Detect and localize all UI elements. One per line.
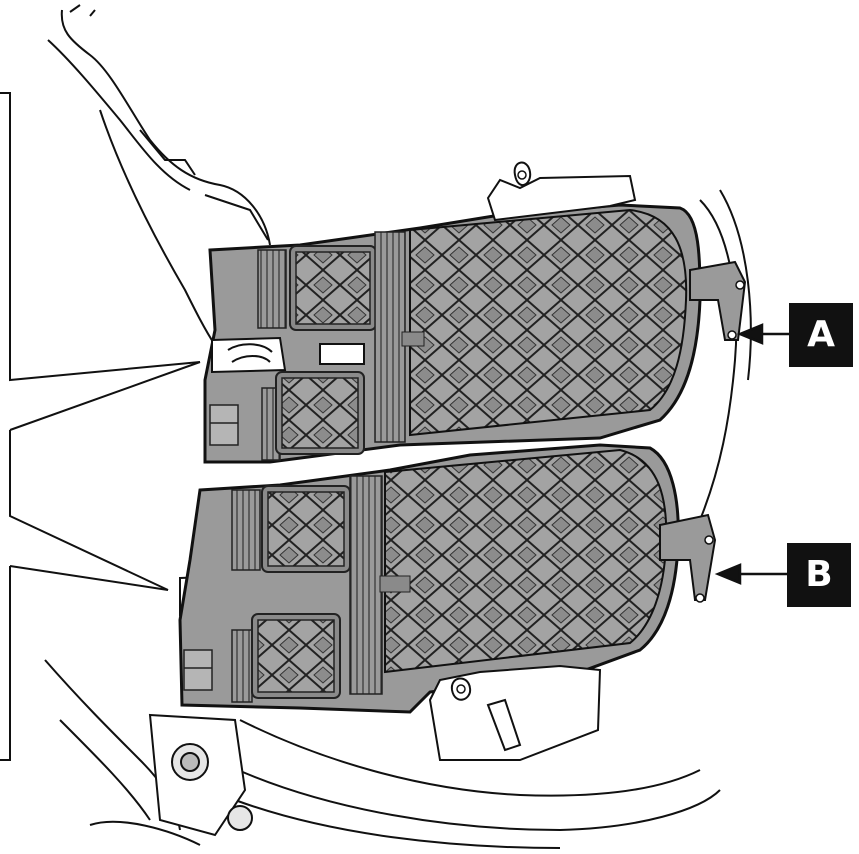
mounting-bracket (148, 713, 253, 837)
callout-arrow-a (736, 323, 790, 345)
housing-outline (44, 4, 752, 849)
left-callout-lines (0, 92, 201, 761)
filter-panel-lower (178, 443, 717, 761)
filter-panel-upper (203, 161, 747, 464)
callout-arrow-b (714, 563, 788, 585)
callout-label-b: B (787, 543, 851, 607)
callout-label-a: A (789, 303, 853, 367)
